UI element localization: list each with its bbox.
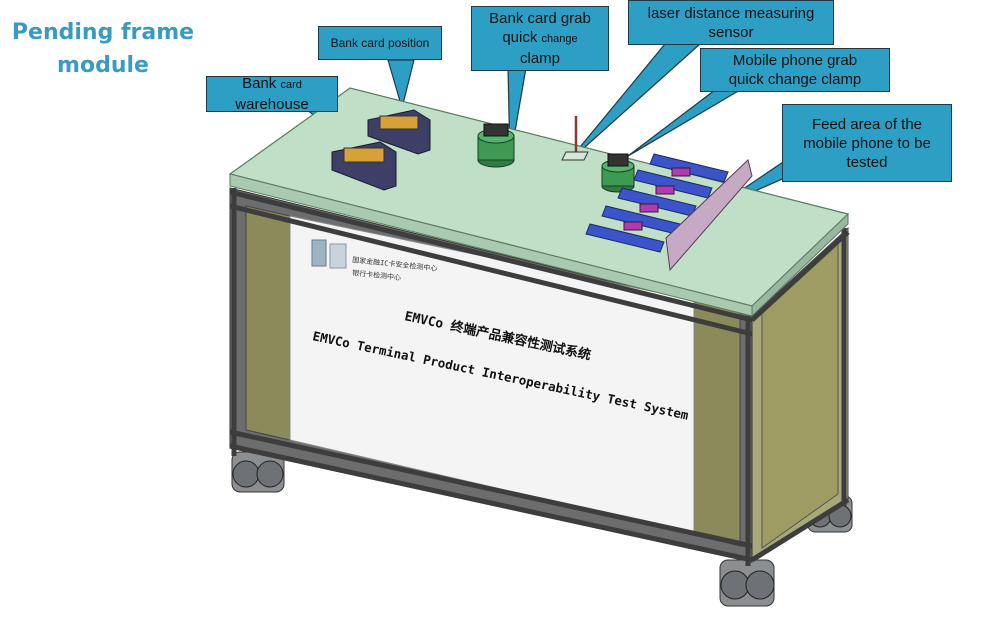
mobile-grab-model bbox=[601, 153, 635, 193]
laser-sensor-model bbox=[561, 116, 589, 161]
caster-front-left bbox=[231, 451, 285, 493]
bank-card-grab-model bbox=[477, 123, 515, 168]
callout-feed-area-line2: mobile phone to be bbox=[803, 134, 931, 152]
callout-bank-card-warehouse-line2: warehouse bbox=[235, 96, 309, 113]
front-side-panel-right bbox=[693, 299, 741, 547]
callout-bank-card-grab-line1: Bank card grab bbox=[489, 10, 591, 27]
callout-mobile-grab-line2: quick change clamp bbox=[728, 71, 862, 88]
pointer-mobile-grab bbox=[627, 89, 743, 157]
diagram-title: Pending frame module bbox=[8, 16, 198, 82]
callout-feed-area-line3: tested bbox=[846, 153, 888, 171]
phone-feed-area-model bbox=[585, 153, 753, 272]
callout-mobile-grab-line1: Mobile phone grab bbox=[732, 52, 858, 69]
feed-guide-plate bbox=[665, 159, 753, 272]
callout-bank-card-warehouse: Bank card warehouse bbox=[206, 75, 338, 113]
title-line-1: Pending frame bbox=[11, 20, 195, 45]
callout-feed-area: Feed area of the mobile phone to be test… bbox=[782, 104, 952, 182]
callout-bank-card-warehouse-text-a: Bank bbox=[242, 75, 281, 92]
callout-bank-card-grab-line2a: quick bbox=[502, 29, 542, 46]
callout-feed-area-line1: Feed area of the bbox=[811, 115, 923, 133]
front-side-panel-left bbox=[245, 205, 291, 441]
bank-card-warehouse-model bbox=[331, 109, 431, 191]
callout-laser-sensor-line1: laser distance measuring bbox=[647, 4, 815, 22]
title-line-2: module bbox=[57, 53, 149, 78]
callout-laser-sensor-line2: sensor bbox=[708, 23, 754, 41]
callout-bank-card-grab: Bank card grab quick change clamp bbox=[471, 6, 609, 71]
caster-front-right bbox=[719, 559, 775, 607]
pointer-bank-card-position bbox=[387, 59, 415, 111]
callout-bank-card-warehouse-text-b: card bbox=[280, 79, 302, 91]
callout-laser-sensor: laser distance measuring sensor bbox=[628, 0, 834, 45]
table-top-edge-side bbox=[751, 212, 849, 318]
callout-bank-card-position: Bank card position bbox=[318, 26, 442, 60]
callout-bank-card-grab-line3: clamp bbox=[519, 50, 560, 67]
callout-bank-card-grab-line2b: change bbox=[541, 33, 578, 45]
frame-rails bbox=[229, 188, 850, 566]
callout-mobile-grab: Mobile phone grab quick change clamp bbox=[700, 48, 890, 92]
callout-bank-card-position-text: Bank card position bbox=[330, 35, 430, 50]
